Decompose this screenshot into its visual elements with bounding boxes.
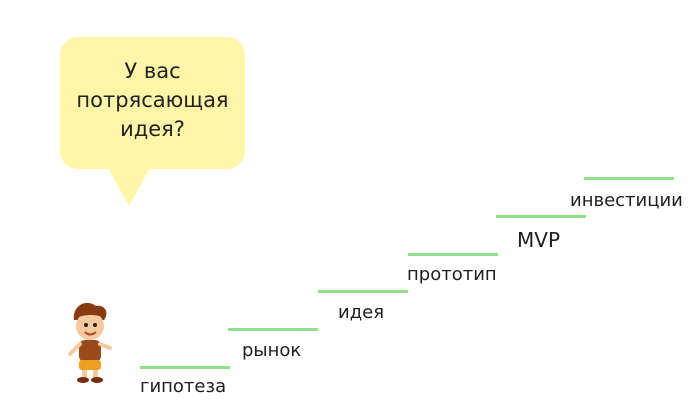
step-label-rynok: рынок	[242, 340, 302, 361]
step-label-gipoteza: гипотеза	[140, 376, 227, 397]
step-line-investitsii	[584, 177, 674, 180]
speech-line-1: У вас	[124, 59, 181, 83]
step-line-prototip	[408, 253, 498, 256]
step-line-rynok	[228, 328, 318, 331]
step-line-mvp	[496, 215, 586, 218]
step-label-investitsii: инвестиции	[570, 190, 683, 211]
speech-line-3: идея?	[120, 117, 185, 141]
speech-line-2: потрясающая	[76, 88, 229, 112]
step-label-ideya: идея	[338, 302, 385, 323]
step-label-prototip: прототип	[407, 264, 497, 285]
speech-bubble: У вас потрясающая идея?	[60, 37, 245, 169]
step-label-mvp: MVP	[517, 228, 560, 252]
speech-bubble-text: У вас потрясающая идея?	[60, 57, 245, 144]
step-line-ideya	[318, 290, 408, 293]
step-line-gipoteza	[140, 366, 230, 369]
cartoon-boy-icon	[68, 302, 112, 383]
speech-bubble-tail	[107, 166, 151, 206]
